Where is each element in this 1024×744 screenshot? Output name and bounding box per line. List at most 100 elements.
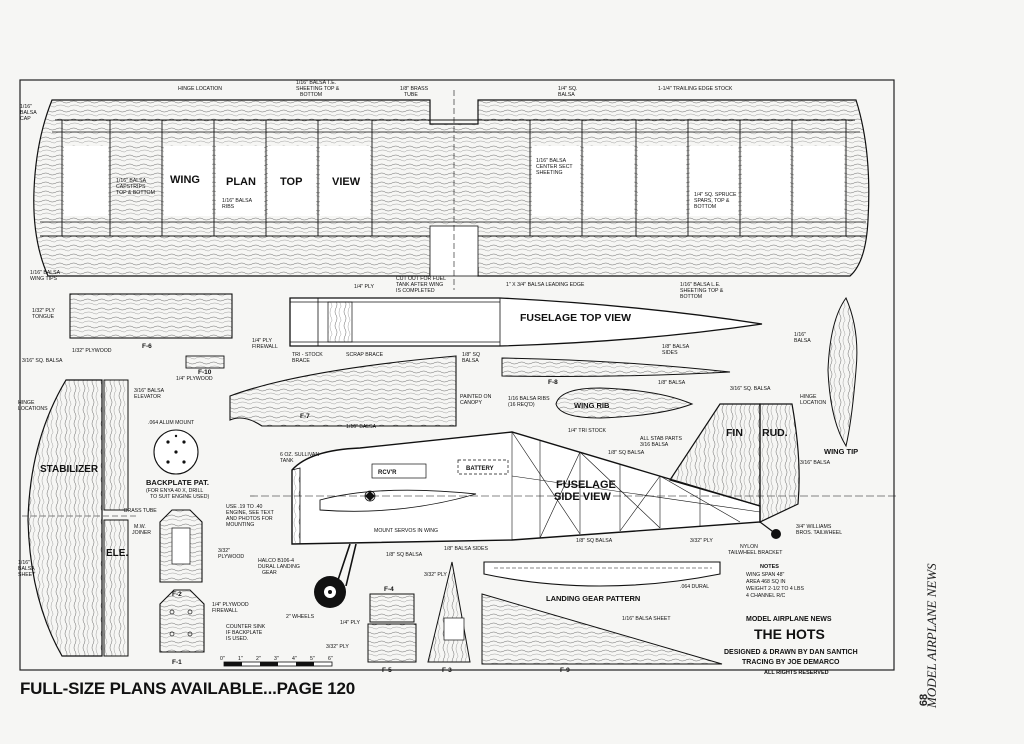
note-halco-2: DURAL LANDING — [258, 564, 300, 570]
part-f1 — [159, 589, 205, 653]
wing-rib — [555, 387, 694, 419]
label-f2: F-2 — [172, 591, 182, 598]
note-sq316b: 3/16" SQ. BALSA — [730, 386, 771, 392]
note-tips-1: 1/16" BALSA — [30, 270, 61, 276]
label-f1: F-1 — [172, 659, 182, 666]
note-ribs-req-1: 1/16 BALSA RIBS — [508, 396, 550, 402]
label-f4: F-4 — [384, 586, 394, 593]
page-number: 68 — [918, 693, 931, 707]
note-williams-1: 3/4" WILLIAMS — [796, 524, 832, 530]
note-brass-1: 1/8" BRASS — [400, 86, 429, 92]
rudder-title: RUD. — [762, 427, 788, 439]
note-tristock-2: BRACE — [292, 358, 310, 364]
note-f8-balsa: 1/8" BALSA — [658, 380, 686, 386]
note-plywood-14: 1/4" PLYWOOD — [176, 376, 213, 382]
note-sq-f4: 1/8" SQ BALSA — [386, 552, 423, 558]
note-center-2: CENTER SECT — [536, 164, 573, 170]
landing-gear-pattern — [483, 561, 721, 587]
notes-line-1: WING SPAN 48" — [746, 572, 785, 578]
note-sq18-1: 1/8" SQ — [462, 352, 480, 358]
note-elev-1: 3/16" BALSA — [134, 388, 165, 394]
note-joiner-1: M.W. — [134, 524, 146, 530]
fuselage-side-view — [250, 431, 898, 545]
note-ply332-2: PLYWOOD — [218, 554, 244, 560]
note-sides-2: SIDES — [662, 350, 678, 356]
note-center-1: 1/16" BALSA — [536, 158, 567, 164]
note-sq18-2: BALSA — [462, 358, 479, 364]
note-engine-1: USE .19 TO .40 — [226, 504, 263, 510]
note-alum: .064 ALUM MOUNT — [148, 420, 195, 426]
note-cutout-1: CUT OUT FOR FUEL — [396, 276, 446, 282]
landing-gear-title: LANDING GEAR PATTERN — [546, 594, 640, 603]
label-f3: F-3 — [442, 667, 452, 674]
note-capstrips-2: CAPSTRIPS — [116, 184, 146, 190]
note-joiner-2: JOINER — [132, 530, 151, 536]
label-f6: F-6 — [142, 343, 152, 350]
wing-tip — [827, 296, 858, 448]
tracer-credit: TRACING BY JOE DEMARCO — [742, 659, 840, 666]
sheet-border — [19, 79, 895, 671]
note-le-2: SHEETING TOP & — [680, 288, 724, 294]
note-ply332-f3: 3/32" PLY — [424, 572, 447, 578]
backplate-note-2: TO SUIT ENGINE USED) — [150, 494, 209, 500]
note-dural: .064 DURAL — [680, 584, 709, 590]
note-tristock-1: TRI - STOCK — [292, 352, 323, 358]
note-le-3: BOTTOM — [680, 294, 702, 300]
wing-title-2: PLAN — [226, 176, 256, 188]
side-magazine-label: MODEL AIRPLANE NEWS — [924, 563, 939, 708]
fuselage-top-title: FUSELAGE TOP VIEW — [520, 312, 631, 324]
note-sq-2: BALSA — [558, 92, 575, 98]
fuselage-side-title-2: SIDE VIEW — [554, 491, 611, 503]
scale-tick-2: 2" — [256, 656, 261, 662]
note-te-1: 1/16" BALSA T.E. — [296, 80, 336, 86]
battery-label: BATTERY — [466, 466, 494, 472]
note-sq18b: 1/8" SQ BALSA — [608, 450, 645, 456]
note-firewall-1: 1/4" PLY — [252, 338, 272, 344]
rcvr-label: RCV'R — [378, 470, 397, 476]
part-f8 — [501, 357, 731, 377]
note-engine-2: ENGINE, SEE TEXT — [226, 510, 275, 516]
note-ribs-2: RIBS — [222, 204, 235, 210]
scale-tick-1: 1" — [238, 656, 243, 662]
note-spars-3: BOTTOM — [694, 204, 716, 210]
wing-tip-title: WING TIP — [824, 447, 858, 456]
part-f4 — [369, 593, 415, 623]
note-cutout-2: TANK AFTER WING — [396, 282, 443, 288]
label-f8: F-8 — [548, 379, 558, 386]
note-nylon-2: TAILWHEEL BRACKET — [728, 550, 783, 556]
stabilizer — [22, 379, 136, 657]
note-sq316: 3/16" SQ. BALSA — [22, 358, 63, 364]
note-cs-1: COUNTER SINK — [226, 624, 266, 630]
note-ply332-r: 3/32" PLY — [690, 538, 713, 544]
elevator-title: ELE. — [106, 548, 128, 559]
note-firewall-2: FIREWALL — [252, 344, 278, 350]
note-wheels: 2" WHEELS — [286, 614, 315, 620]
note-painted-1: PAINTED ON — [460, 394, 492, 400]
note-ply14-f5: 1/4" PLY — [340, 620, 360, 626]
fuselage-side-title-1: FUSELAGE — [556, 479, 616, 491]
note-tongue-2: TONGUE — [32, 314, 55, 320]
magazine-name: MODEL AIRPLANE NEWS — [746, 616, 832, 623]
wing-plan — [33, 90, 870, 290]
note-hinges-1: HINGE — [18, 400, 35, 406]
note-halco-1: HALCO B106-4 — [258, 558, 294, 564]
note-sides-f: 1/8" BALSA SIDES — [444, 546, 488, 552]
note-cap-2: BALSA — [20, 110, 37, 116]
backplate-note-1: (FOR ENYA 40 X, DRILL — [146, 488, 203, 494]
note-ribs-req-2: (16 REQ'D) — [508, 402, 535, 408]
note-balsa-316: 3/16" BALSA — [800, 460, 831, 466]
note-sheet-1: 1/16" — [18, 560, 30, 566]
note-sides-1: 1/8" BALSA — [662, 344, 690, 350]
scale-tick-4: 4" — [292, 656, 297, 662]
scale-tick-6: 6" — [328, 656, 333, 662]
note-servos: MOUNT SERVOS IN WING — [374, 528, 438, 534]
designer-credit: DESIGNED & DRAWN BY DAN SANTICH — [724, 649, 858, 656]
wing-title-3: TOP — [280, 176, 302, 188]
wing-title-4: VIEW — [332, 176, 361, 188]
rights-note: ALL RIGHTS RESERVED — [764, 670, 829, 676]
fin-title: FIN — [726, 427, 743, 439]
label-f5: F-5 — [382, 667, 392, 674]
note-tank-1: 6 OZ. SULLIVAN — [280, 452, 319, 458]
